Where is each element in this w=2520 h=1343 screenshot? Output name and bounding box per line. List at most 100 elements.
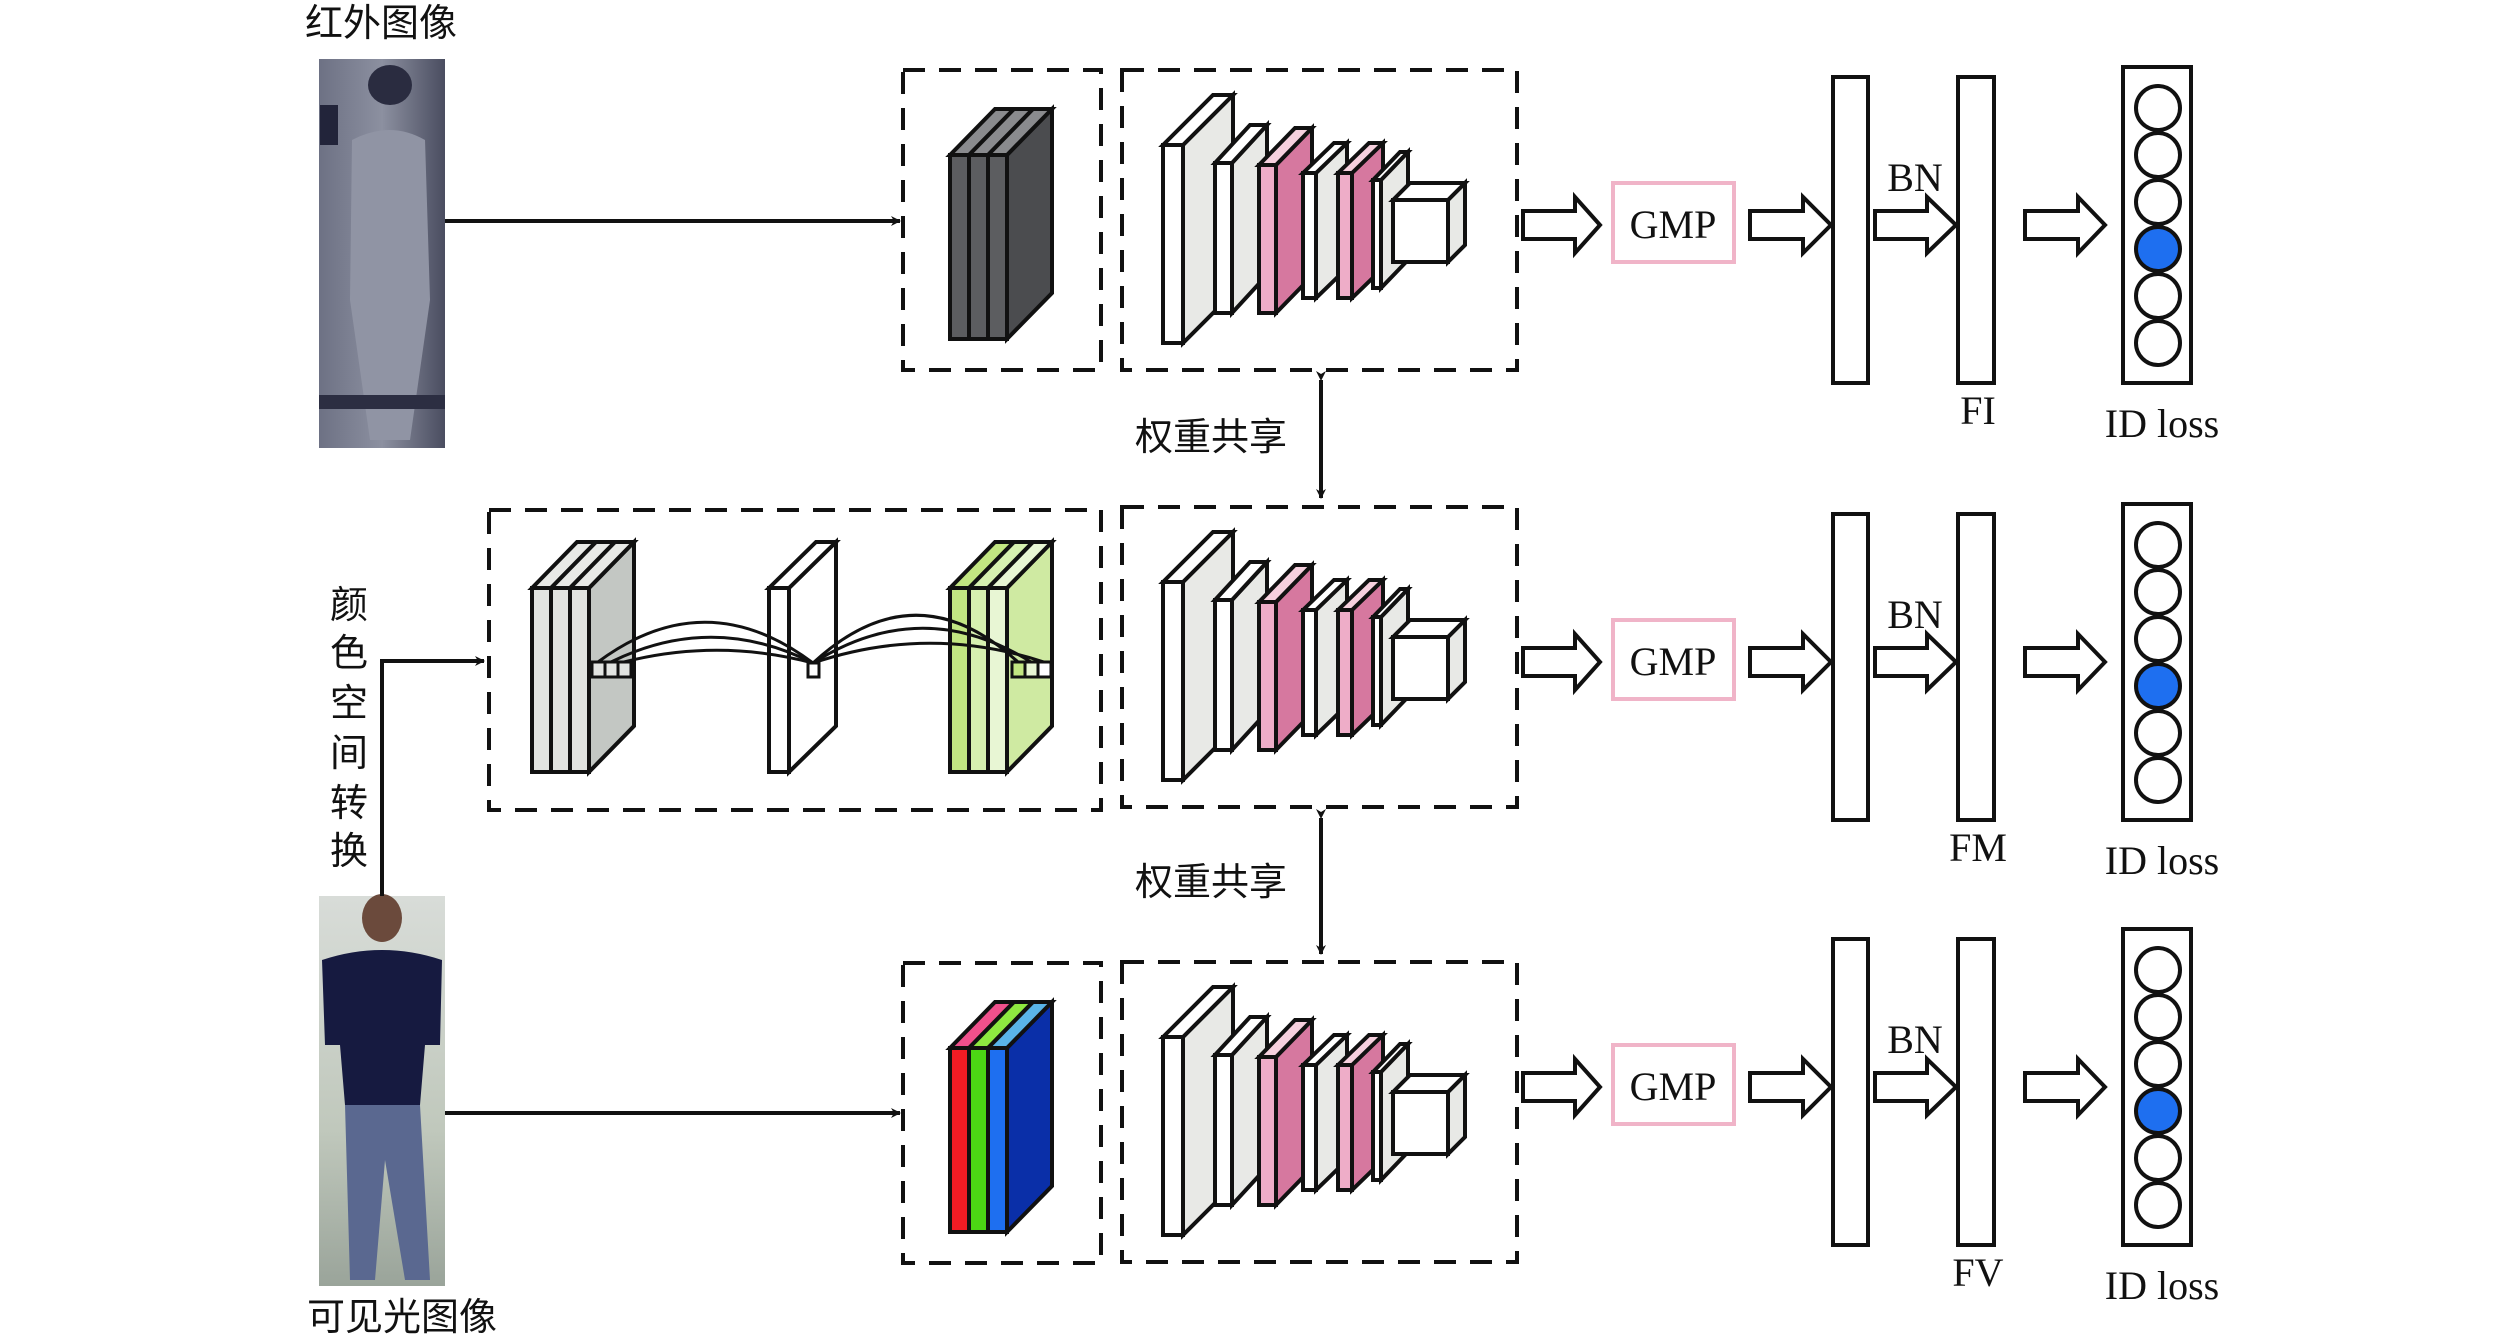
class-node bbox=[2134, 319, 2182, 367]
pixel-cell bbox=[616, 660, 633, 679]
slab-front bbox=[1371, 1070, 1383, 1182]
pooled-cube bbox=[1388, 178, 1470, 267]
slab-front bbox=[1161, 143, 1185, 345]
mapping-curve bbox=[812, 641, 1045, 665]
gmp-label: GMP bbox=[1630, 1064, 1717, 1109]
gmp-label: GMP bbox=[1630, 639, 1717, 684]
hollow-arrow-icon bbox=[1873, 1054, 1959, 1120]
label-char: 换 bbox=[330, 829, 368, 873]
stack-layer-front bbox=[948, 586, 971, 774]
slab-front bbox=[1371, 178, 1383, 290]
feature-map-slab bbox=[1210, 556, 1272, 756]
class-node bbox=[2134, 756, 2182, 804]
color-transform-arrow bbox=[380, 656, 485, 896]
backbone-box bbox=[1120, 68, 1519, 372]
slab-front bbox=[1161, 580, 1185, 782]
intermediate-slab bbox=[764, 537, 841, 777]
bn-label: BN bbox=[1887, 155, 1943, 200]
label-char: 色 bbox=[330, 631, 368, 675]
stack-layer-front bbox=[986, 586, 1009, 774]
hollow-arrow-icon bbox=[1748, 192, 1834, 258]
class-node bbox=[2134, 1181, 2182, 1229]
slab-front bbox=[1213, 1053, 1234, 1207]
hollow-arrow-icon bbox=[1521, 1053, 1603, 1121]
stack-layer-front bbox=[948, 153, 971, 341]
weight-sharing-label-top: 权重共享 bbox=[1135, 415, 1287, 459]
row-middle: GMP BN FM ID loss bbox=[1630, 592, 2220, 883]
active-class-node bbox=[2134, 662, 2182, 710]
pixel-cell bbox=[603, 660, 620, 679]
class-node bbox=[2134, 178, 2182, 226]
pooled-cube bbox=[1388, 1070, 1470, 1159]
bn-feature-vector-bar bbox=[1956, 512, 1996, 822]
class-node bbox=[2134, 993, 2182, 1041]
bn-label: BN bbox=[1887, 1017, 1943, 1062]
feature-vector-bar bbox=[1831, 937, 1870, 1247]
stack-layer-front bbox=[549, 586, 572, 774]
pixel-cell bbox=[590, 660, 607, 679]
backbone-network bbox=[1158, 982, 1470, 1240]
visible-image-label: 可见光图像 bbox=[307, 1295, 497, 1339]
backbone-box bbox=[1120, 505, 1519, 809]
slab-front bbox=[1336, 608, 1354, 737]
feature-label: FI bbox=[1960, 388, 1996, 433]
hollow-arrow-icon bbox=[1521, 191, 1603, 259]
class-node bbox=[2134, 709, 2182, 757]
slab-front bbox=[767, 586, 791, 774]
slab-front bbox=[1257, 1055, 1278, 1207]
class-node bbox=[2134, 1134, 2182, 1182]
slab-front bbox=[1213, 598, 1234, 752]
hollow-arrow-icon bbox=[1873, 192, 1959, 258]
class-node bbox=[2134, 615, 2182, 663]
hollow-arrow-icon bbox=[2023, 629, 2108, 695]
hollow-arrow-icon bbox=[2023, 192, 2108, 258]
slab-front bbox=[1161, 1035, 1185, 1237]
stack-layer-front bbox=[948, 1046, 971, 1234]
infrared-input-box bbox=[901, 68, 1103, 372]
class-node bbox=[2134, 568, 2182, 616]
slab-front bbox=[1301, 608, 1318, 737]
class-node bbox=[2134, 84, 2182, 132]
visible-input-box bbox=[901, 961, 1103, 1265]
slab-front bbox=[1213, 161, 1234, 315]
slab-front bbox=[1257, 600, 1278, 752]
visible-person-image bbox=[319, 894, 445, 1286]
class-node bbox=[2134, 1040, 2182, 1088]
stack-layer-front bbox=[967, 1046, 990, 1234]
row-visible: GMP BN FV ID loss bbox=[1630, 1017, 2220, 1308]
bn-label: BN bbox=[1887, 592, 1943, 637]
backbone-network bbox=[1158, 90, 1470, 348]
rgb-channel-stack bbox=[945, 997, 1057, 1237]
hollow-arrow-icon bbox=[2023, 1054, 2108, 1120]
gmp-label: GMP bbox=[1630, 202, 1717, 247]
id-loss-label: ID loss bbox=[2105, 401, 2219, 446]
mapping-curve bbox=[597, 620, 814, 665]
feature-vector-bar bbox=[1831, 75, 1870, 385]
row-infrared: GMP BN FI ID loss bbox=[1630, 155, 2220, 446]
hollow-arrow-icon bbox=[1748, 629, 1834, 695]
mapping-curve bbox=[610, 635, 814, 665]
stack-layer-front bbox=[986, 1046, 1009, 1234]
slab-front bbox=[1301, 171, 1318, 300]
source-channel-stack bbox=[527, 537, 639, 777]
slab-front bbox=[1336, 1063, 1354, 1192]
slab-front bbox=[1391, 198, 1450, 264]
label-char: 颜 bbox=[330, 583, 368, 627]
gmp-box bbox=[1611, 1043, 1736, 1126]
feature-vector-bar bbox=[1831, 512, 1870, 822]
active-class-node bbox=[2134, 1087, 2182, 1135]
class-node bbox=[2134, 521, 2182, 569]
gmp-box bbox=[1611, 181, 1736, 264]
active-class-node bbox=[2134, 225, 2182, 273]
class-node bbox=[2134, 946, 2182, 994]
pooled-cube bbox=[1388, 615, 1470, 704]
hollow-arrow-icon bbox=[1873, 629, 1959, 695]
gmp-box bbox=[1611, 618, 1736, 701]
slab-front bbox=[1391, 635, 1450, 701]
class-node bbox=[2134, 131, 2182, 179]
mapping-curve bbox=[623, 648, 814, 665]
stack-layer-front bbox=[530, 586, 553, 774]
infrared-image-label: 红外图像 bbox=[305, 1, 457, 45]
feature-label: FM bbox=[1949, 825, 2007, 870]
